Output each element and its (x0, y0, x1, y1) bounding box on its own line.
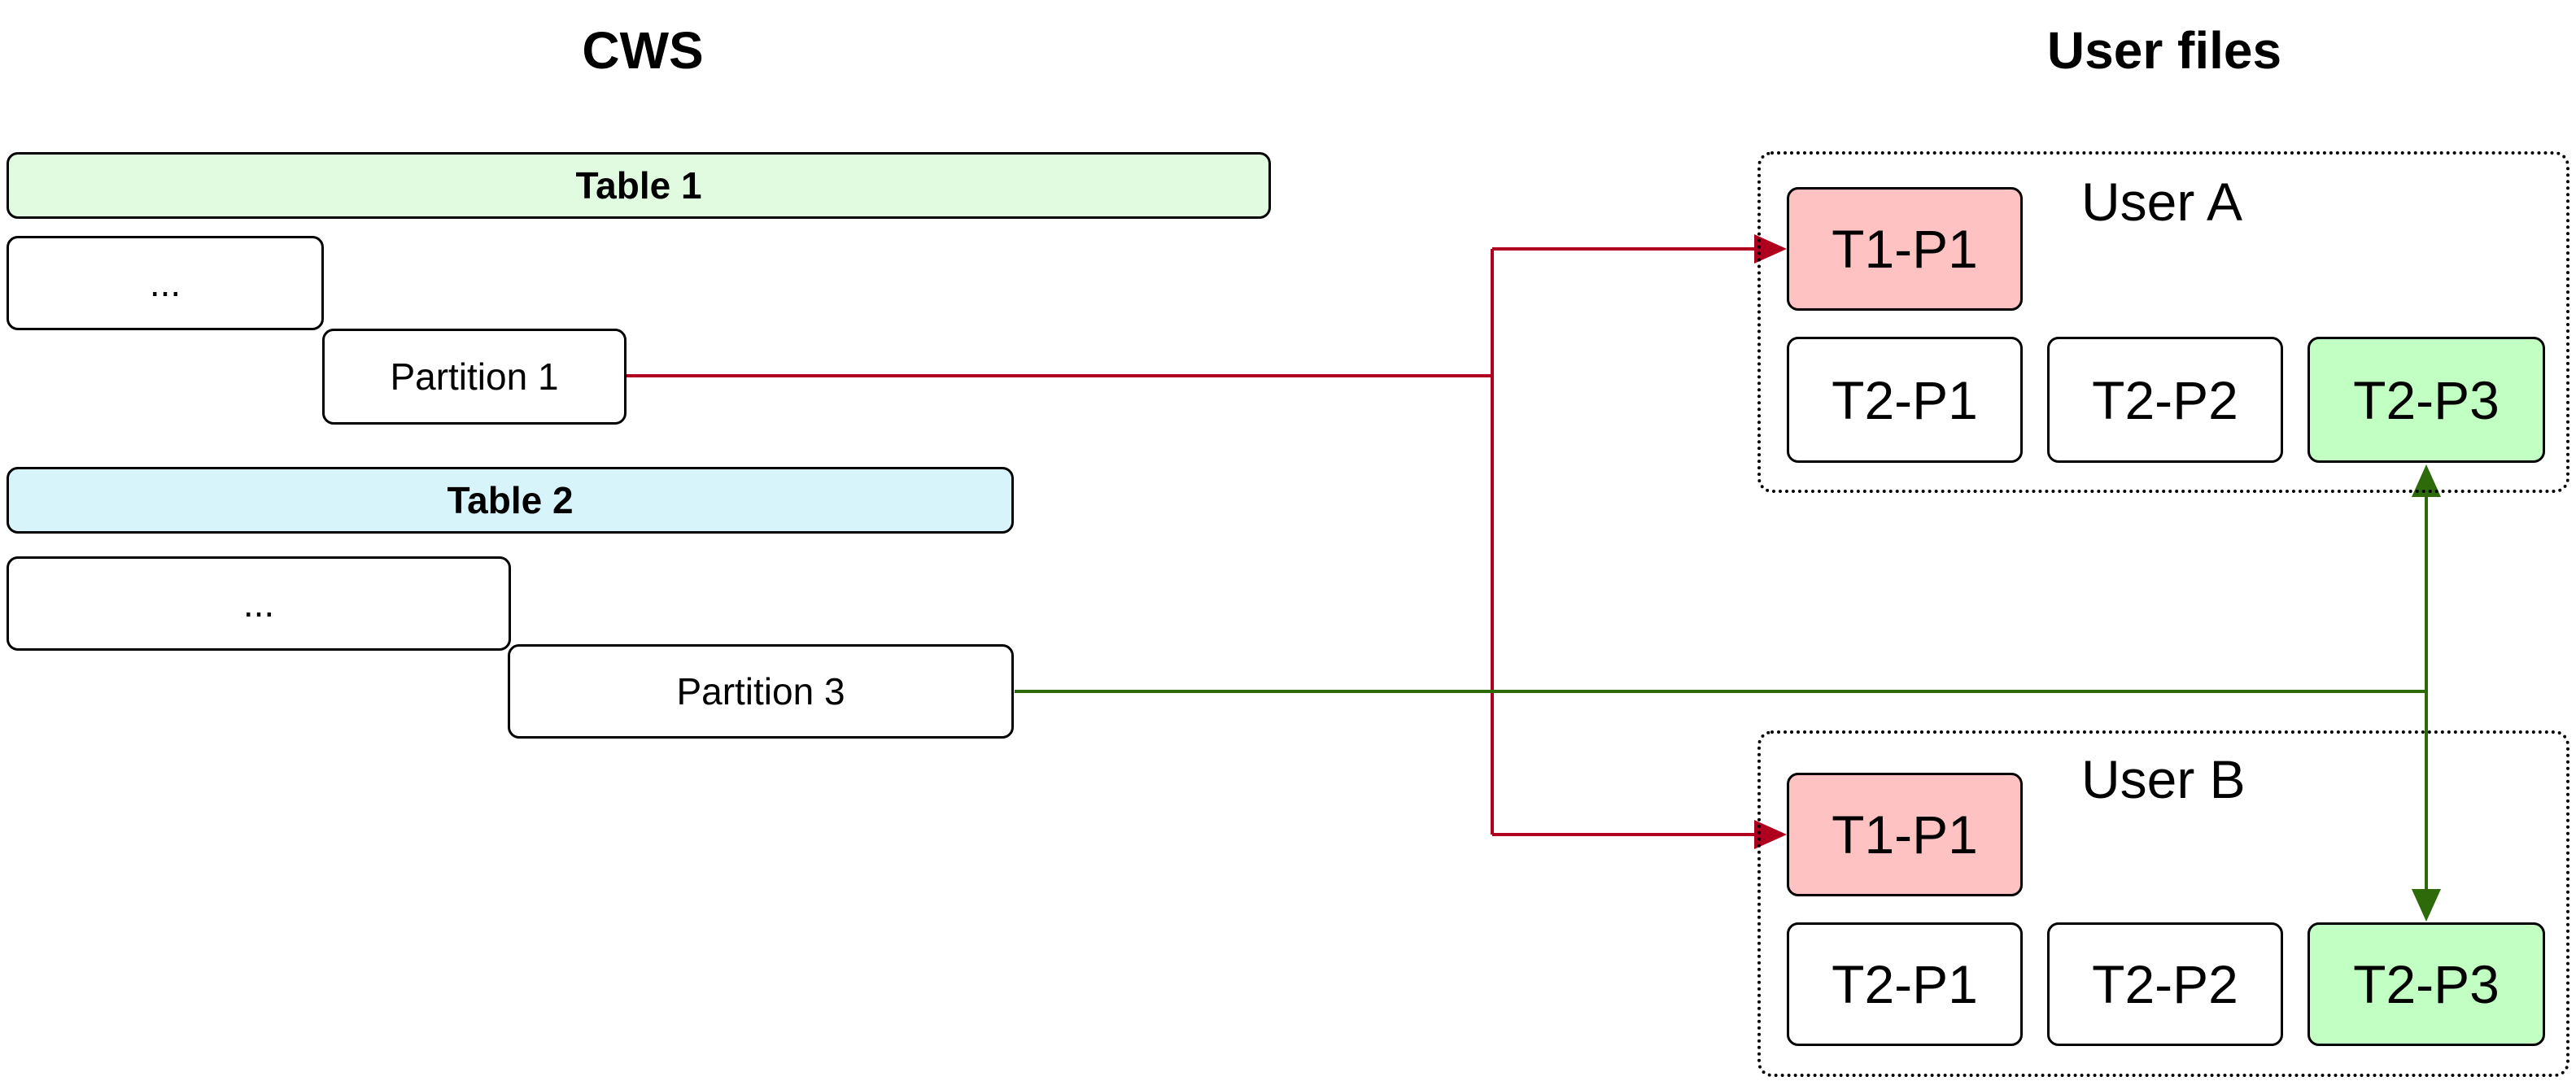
partition-1-box: Partition 1 (322, 329, 627, 425)
table-2-bar: Table 2 (7, 467, 1014, 534)
user-b-t2-p3: T2-P3 (2307, 922, 2545, 1046)
partition-3-label: Partition 3 (676, 670, 845, 713)
user-files-heading: User files (2046, 21, 2282, 80)
table-2-label: Table 2 (447, 479, 574, 521)
ellipsis-label: ... (149, 262, 181, 304)
user-a-t1-p1: T1-P1 (1787, 187, 2023, 311)
user-b-label: User B (2081, 749, 2246, 809)
user-b-t2-p1: T2-P1 (1787, 922, 2023, 1046)
arrowhead-user-a-t1p1 (1754, 234, 1787, 264)
user-b-t2-p1-label: T2-P1 (1832, 954, 1978, 1014)
user-b-t2-p3-label: T2-P3 (2353, 954, 2500, 1014)
table-1-ellipsis-box: ... (7, 236, 324, 330)
user-a-group (1757, 151, 2569, 493)
user-b-t2-p2: T2-P2 (2047, 922, 2283, 1046)
partition1-link (625, 247, 1766, 836)
user-b-t1-p1-label: T1-P1 (1832, 804, 1978, 865)
user-a-t2-p2: T2-P2 (2047, 337, 2283, 463)
user-a-t2-p1-label: T2-P1 (1832, 369, 1978, 430)
user-a-t2-p2-label: T2-P2 (2092, 369, 2238, 430)
partition-1-label: Partition 1 (390, 355, 559, 398)
user-a-label: User A (2081, 172, 2243, 232)
ellipsis-label: ... (242, 582, 275, 625)
arrowhead-user-b-t1p1 (1754, 820, 1787, 849)
table-1-bar: Table 1 (7, 152, 1271, 219)
user-b-t1-p1: T1-P1 (1787, 773, 2023, 896)
arrowhead-user-b-t2p3 (2412, 889, 2441, 922)
user-a-t2-p3-label: T2-P3 (2353, 369, 2500, 430)
user-b-group (1757, 730, 2569, 1077)
partition3-link (1015, 485, 2428, 901)
user-a-t2-p1: T2-P1 (1787, 337, 2023, 463)
user-a-t2-p3: T2-P3 (2307, 337, 2545, 463)
user-a-t1-p1-label: T1-P1 (1832, 219, 1978, 279)
table-1-label: Table 1 (575, 164, 702, 207)
partition-3-box: Partition 3 (508, 644, 1014, 739)
user-b-t2-p2-label: T2-P2 (2092, 954, 2238, 1014)
cws-heading: CWS (582, 21, 704, 80)
table-2-ellipsis-box: ... (7, 556, 511, 651)
arrowhead-user-a-t2p3 (2412, 464, 2441, 497)
